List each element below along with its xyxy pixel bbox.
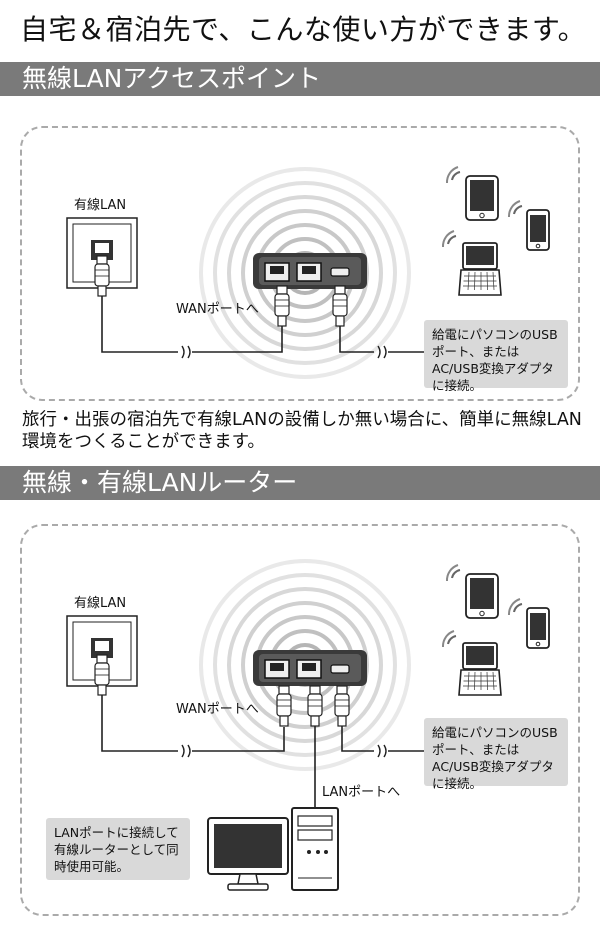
laptop-1: [458, 242, 502, 296]
router-1: [252, 252, 368, 290]
page-headline: 自宅＆宿泊先で、こんな使い方ができます。: [20, 13, 587, 46]
section-1-description: 旅行・出張の宿泊先で有線LANの設備しか無い場合に、簡単に無線LAN環境をつくる…: [22, 410, 582, 452]
wan-port-label-1: WANポートへ: [176, 302, 259, 317]
plug-wan-wall-1: [94, 255, 110, 297]
wave-1c: [441, 230, 457, 248]
wan-port-label-2: WANポートへ: [176, 702, 259, 717]
desktop-tower: [291, 807, 339, 891]
phone-1: [526, 209, 550, 251]
power-note-2: 給電にパソコンのUSBポート、またはAC/USB変換アダプタに接続。: [424, 718, 568, 791]
section-2-panel: [20, 524, 580, 916]
power-note-1: 給電にパソコンのUSBポート、またはAC/USB変換アダプタに接続。: [424, 320, 568, 393]
lan-note-2: LANポートに接続して有線ルーターとして同時使用可能。: [46, 818, 190, 880]
lan-port-label-2: LANポートへ: [322, 785, 401, 800]
plug-wan-router-1: [274, 285, 290, 327]
wave-1b: [507, 200, 523, 218]
section-1-title: 無線LANアクセスポイント: [0, 62, 600, 96]
wired-lan-label-2: 有線LAN: [74, 596, 127, 611]
wave-1a: [445, 166, 461, 184]
desktop-monitor: [207, 817, 289, 891]
tablet-1: [465, 175, 499, 221]
section-2-title: 無線・有線LANルーター: [0, 466, 600, 500]
section-1-panel: [20, 126, 580, 401]
wired-lan-label-1: 有線LAN: [74, 198, 127, 213]
cable-break-1b: [377, 345, 387, 359]
cable-break-1a: [181, 345, 191, 359]
